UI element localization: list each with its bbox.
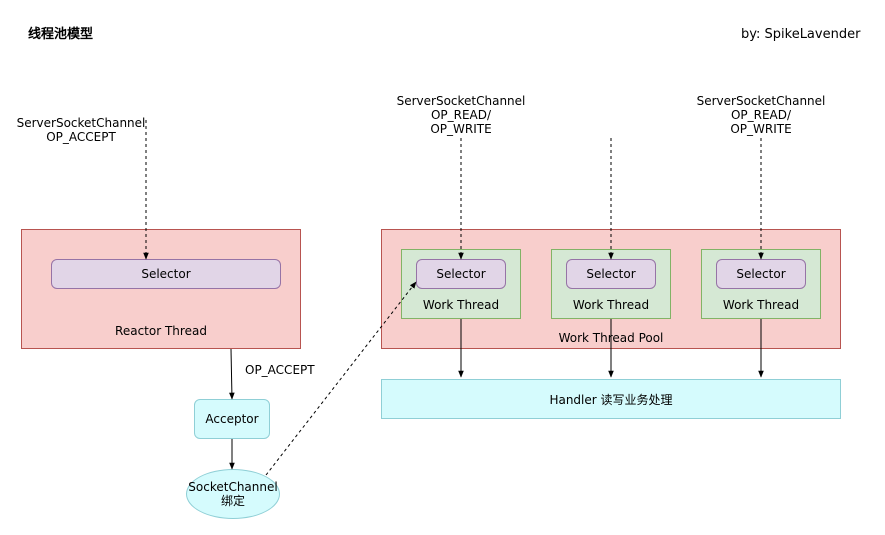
reactor-thread-label: Reactor Thread bbox=[115, 324, 207, 338]
worker-selector-box-2[interactable]: Selector bbox=[566, 259, 656, 289]
worker-selector-label: Selector bbox=[736, 267, 786, 281]
pool-channel-label-line: ServerSocketChannel bbox=[396, 94, 526, 108]
handler-label: Handler 读写业务处理 bbox=[549, 392, 673, 407]
pool-channel-label-1: ServerSocketChannel OP_READ/ OP_WRITE bbox=[394, 94, 528, 136]
reactor-to-acceptor-arrow bbox=[229, 348, 235, 400]
diagram-title: 线程池模型 bbox=[28, 27, 94, 42]
worker-selector-label: Selector bbox=[436, 267, 486, 281]
socket-channel-label-line: 绑定 bbox=[220, 494, 245, 508]
work-thread-label: Work Thread bbox=[572, 298, 650, 312]
pool-channel-label-3: ServerSocketChannel OP_READ/ OP_WRITE bbox=[694, 94, 828, 136]
pool-channel-label-line: OP_WRITE bbox=[430, 122, 492, 136]
acceptor-label: Acceptor bbox=[205, 412, 259, 426]
reactor-channel-label-line: OP_ACCEPT bbox=[46, 130, 116, 144]
socket-channel-label-line: SocketChannel bbox=[188, 480, 278, 494]
work-thread-label: Work Thread bbox=[722, 298, 800, 312]
work-thread-label: Work Thread bbox=[422, 298, 500, 312]
reactor-channel-label-line: ServerSocketChannel bbox=[16, 116, 146, 130]
pool-channel-label-line: OP_READ/ bbox=[730, 108, 792, 122]
accept-edge-label: OP_ACCEPT bbox=[245, 363, 315, 377]
reactor-selector-label: Selector bbox=[141, 267, 191, 281]
acceptor-box[interactable]: Acceptor bbox=[194, 399, 270, 439]
pool-channel-label-line: OP_READ/ bbox=[430, 108, 492, 122]
worker-selector-label: Selector bbox=[586, 267, 636, 281]
worker-selector-box-1[interactable]: Selector bbox=[416, 259, 506, 289]
worker-selector-box-3[interactable]: Selector bbox=[716, 259, 806, 289]
author-label: by: SpikeLavender bbox=[741, 27, 861, 42]
pool-channel-label-line: OP_WRITE bbox=[730, 122, 792, 136]
pool-channel-label-line: ServerSocketChannel bbox=[696, 94, 826, 108]
reactor-thread-box[interactable]: Reactor Thread bbox=[21, 229, 301, 349]
reactor-selector-box[interactable]: Selector bbox=[51, 259, 281, 289]
handler-box[interactable]: Handler 读写业务处理 bbox=[381, 379, 841, 419]
socketchannel-binding-arrow bbox=[265, 281, 417, 476]
reactor-channel-label: ServerSocketChannel OP_ACCEPT bbox=[15, 116, 147, 144]
